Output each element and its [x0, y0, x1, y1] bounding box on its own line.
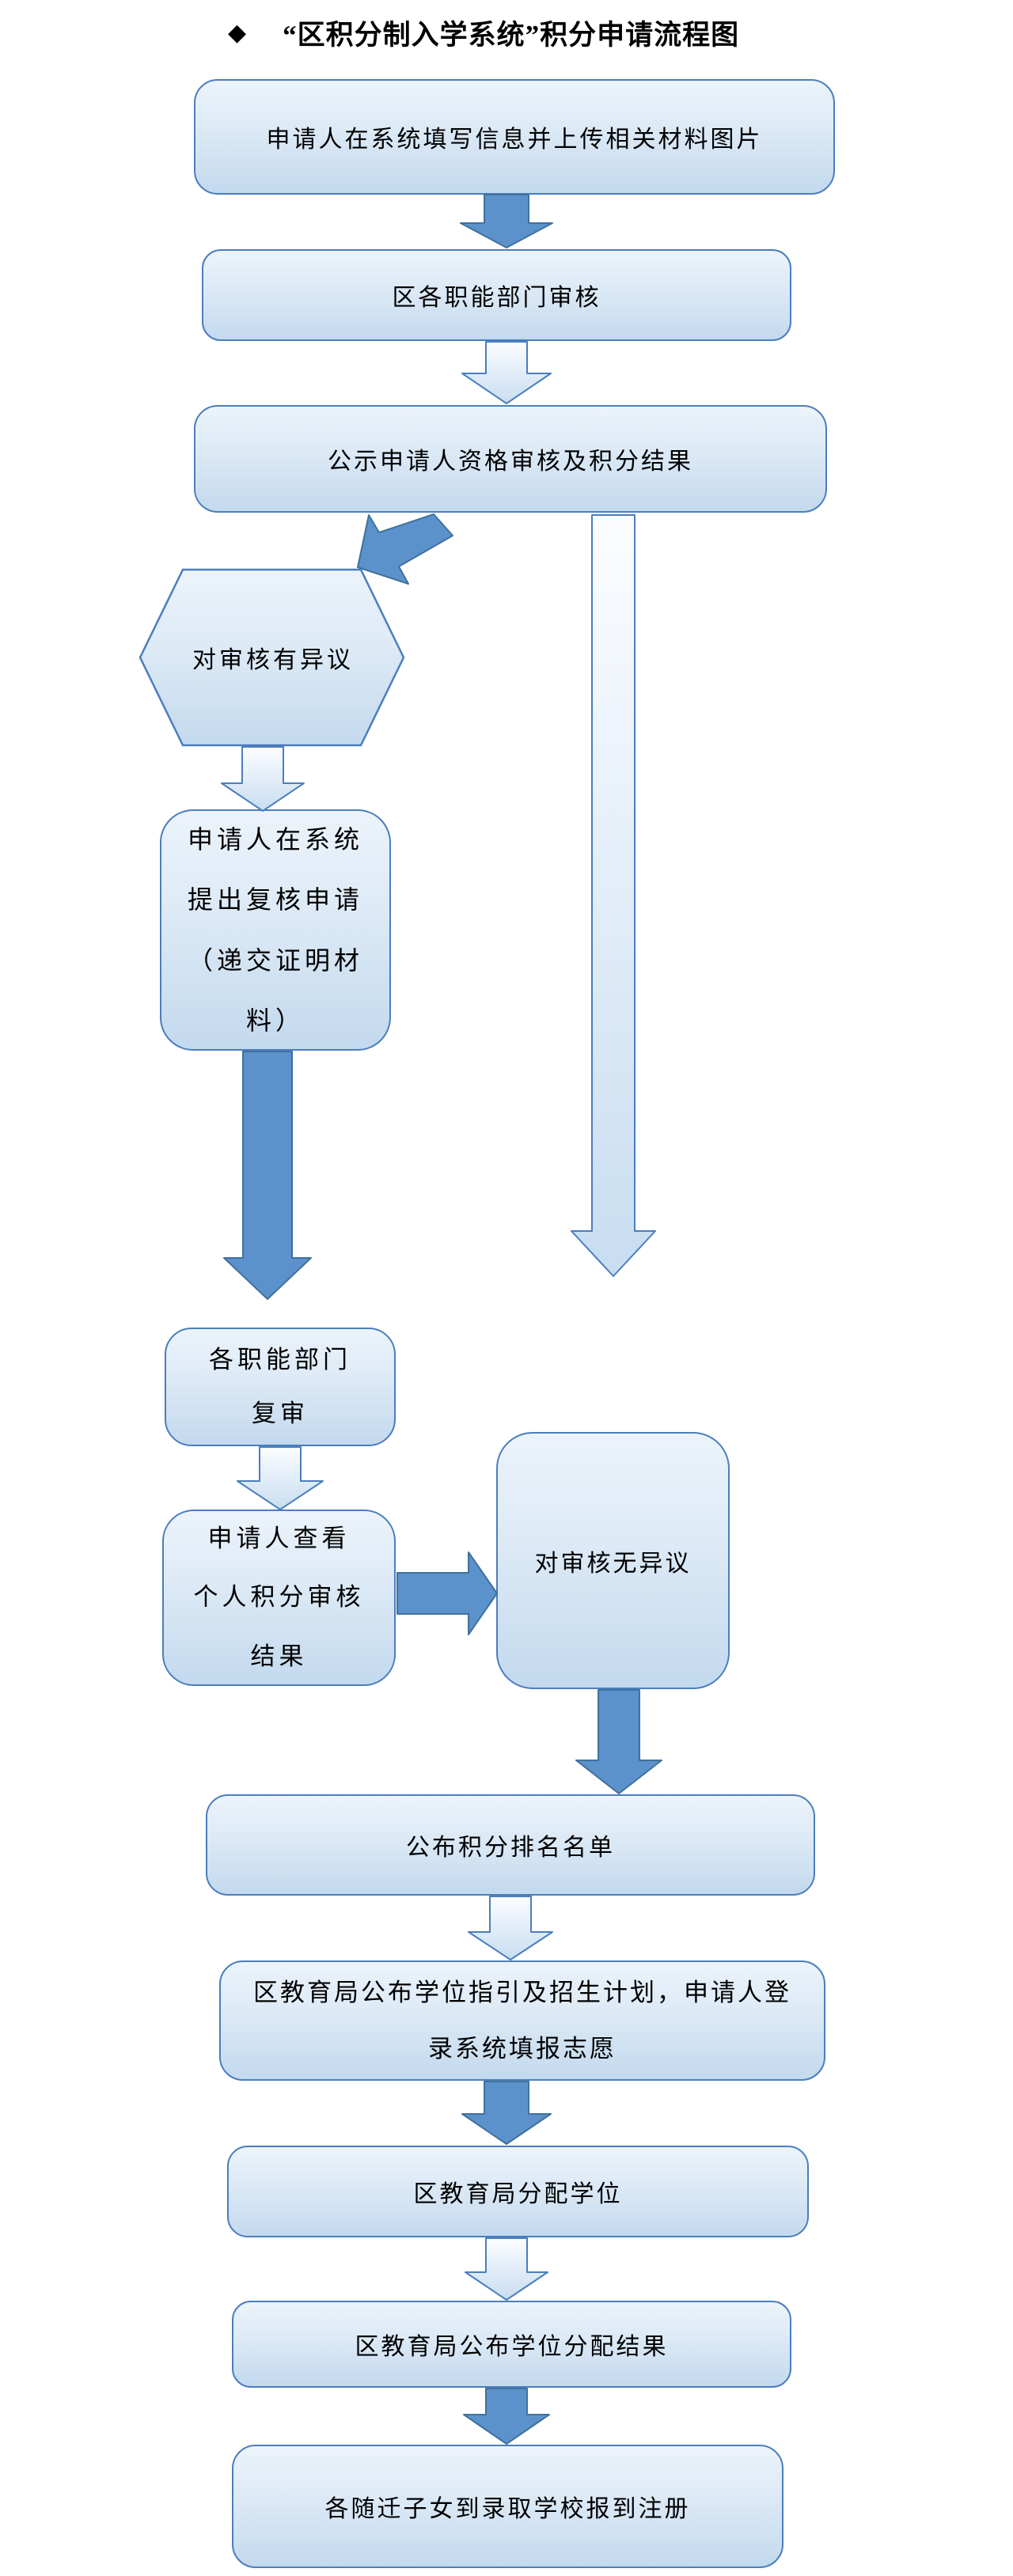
node-publish-results: 公示申请人资格审核及积分结果 [194, 405, 827, 513]
node-recheck-apply: 申请人在系统 提出复核申请 （递交证明材 料） [160, 809, 391, 1051]
node-publish-ranking: 公布积分排名名单 [206, 1794, 815, 1896]
page-title-text: “区积分制入学系统”积分申请流程图 [283, 20, 740, 51]
connector-publish-allocation-to-register-school [463, 2388, 550, 2445]
node-dept-recheck: 各职能部门 复审 [165, 1328, 396, 1446]
connector-dept-review-to-publish-results [461, 341, 552, 404]
node-publish-allocation: 区教育局公布学位分配结果 [232, 2301, 791, 2388]
node-no-objection: 对审核无异议 [496, 1432, 730, 1689]
connector-has-objection-to-recheck-apply [221, 746, 305, 812]
connector-allocate-places-to-publish-allocation [465, 2237, 548, 2301]
node-dept-review: 区各职能部门审核 [202, 249, 791, 341]
connector-publish-plan-to-allocate-places [461, 2081, 552, 2145]
node-has-objection: 对审核有异议 [138, 566, 408, 748]
connector-publish-ranking-to-publish-plan [468, 1896, 553, 1960]
diamond-bullet-icon: ◆ [228, 19, 247, 46]
connector-no-objection-to-publish-ranking [575, 1689, 662, 1794]
page-title: ◆ “区积分制入学系统”积分申请流程图 [228, 13, 739, 53]
connector-dept-recheck-to-view-result [237, 1446, 324, 1510]
connector-publish-results-to-no-objection [571, 514, 656, 1277]
connector-fill-info-to-dept-review [460, 194, 553, 248]
node-has-objection-label: 对审核有异议 [192, 647, 354, 673]
connector-recheck-apply-to-dept-recheck [223, 1051, 312, 1300]
node-publish-plan: 区教育局公布学位指引及招生计划，申请人登 录系统填报志愿 [219, 1960, 825, 2081]
node-allocate-places: 区教育局分配学位 [227, 2146, 809, 2237]
connector-view-result-to-no-objection [396, 1551, 498, 1635]
node-register-school: 各随迁子女到录取学校报到注册 [232, 2445, 783, 2568]
node-fill-info: 申请人在系统填写信息并上传相关材料图片 [194, 79, 835, 195]
node-view-result: 申请人查看 个人积分审核 结果 [162, 1510, 396, 1686]
